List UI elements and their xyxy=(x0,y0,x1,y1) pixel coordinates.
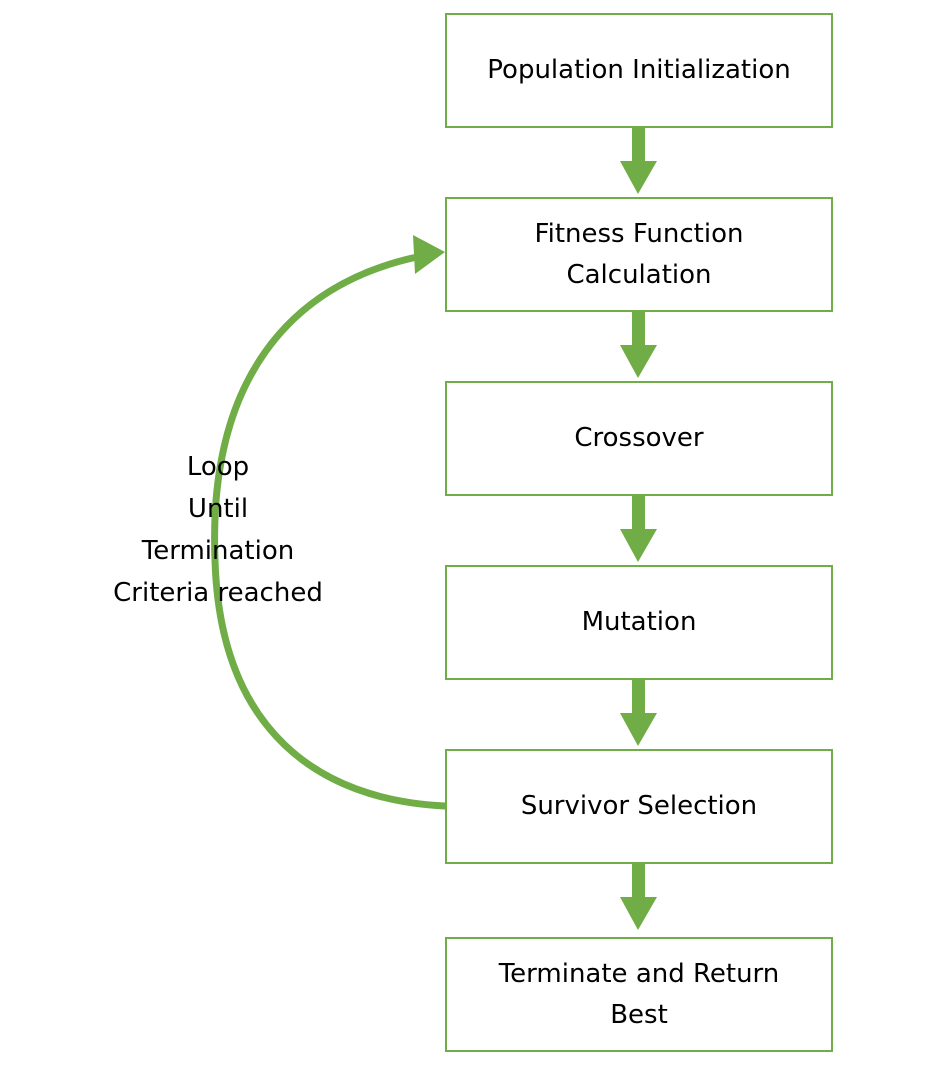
loop-label: Loop Until Termination Criteria reached xyxy=(113,452,323,608)
step-population-initialization: Population Initialization xyxy=(445,13,833,128)
down-arrow xyxy=(620,312,657,378)
step-fitness-function-calculation: Fitness Function Calculation xyxy=(445,197,833,312)
step-label: Population Initialization xyxy=(487,55,791,85)
step-crossover: Crossover xyxy=(445,381,833,496)
loop-arrow-head xyxy=(413,235,445,274)
step-label: Mutation xyxy=(581,607,697,637)
down-arrow xyxy=(620,496,657,562)
step-label: Crossover xyxy=(574,423,704,453)
loop-arrow xyxy=(211,253,449,810)
down-arrow xyxy=(620,680,657,746)
step-mutation: Mutation xyxy=(445,565,833,680)
step-terminate-and-return-best: Terminate and Return Best xyxy=(445,937,833,1052)
step-label: Survivor Selection xyxy=(520,791,758,821)
down-arrow xyxy=(620,864,657,930)
step-survivor-selection: Survivor Selection xyxy=(445,749,833,864)
down-arrow xyxy=(620,128,657,194)
step-label: Fitness Function Calculation xyxy=(534,218,744,290)
step-label: Terminate and Return Best xyxy=(498,958,780,1030)
